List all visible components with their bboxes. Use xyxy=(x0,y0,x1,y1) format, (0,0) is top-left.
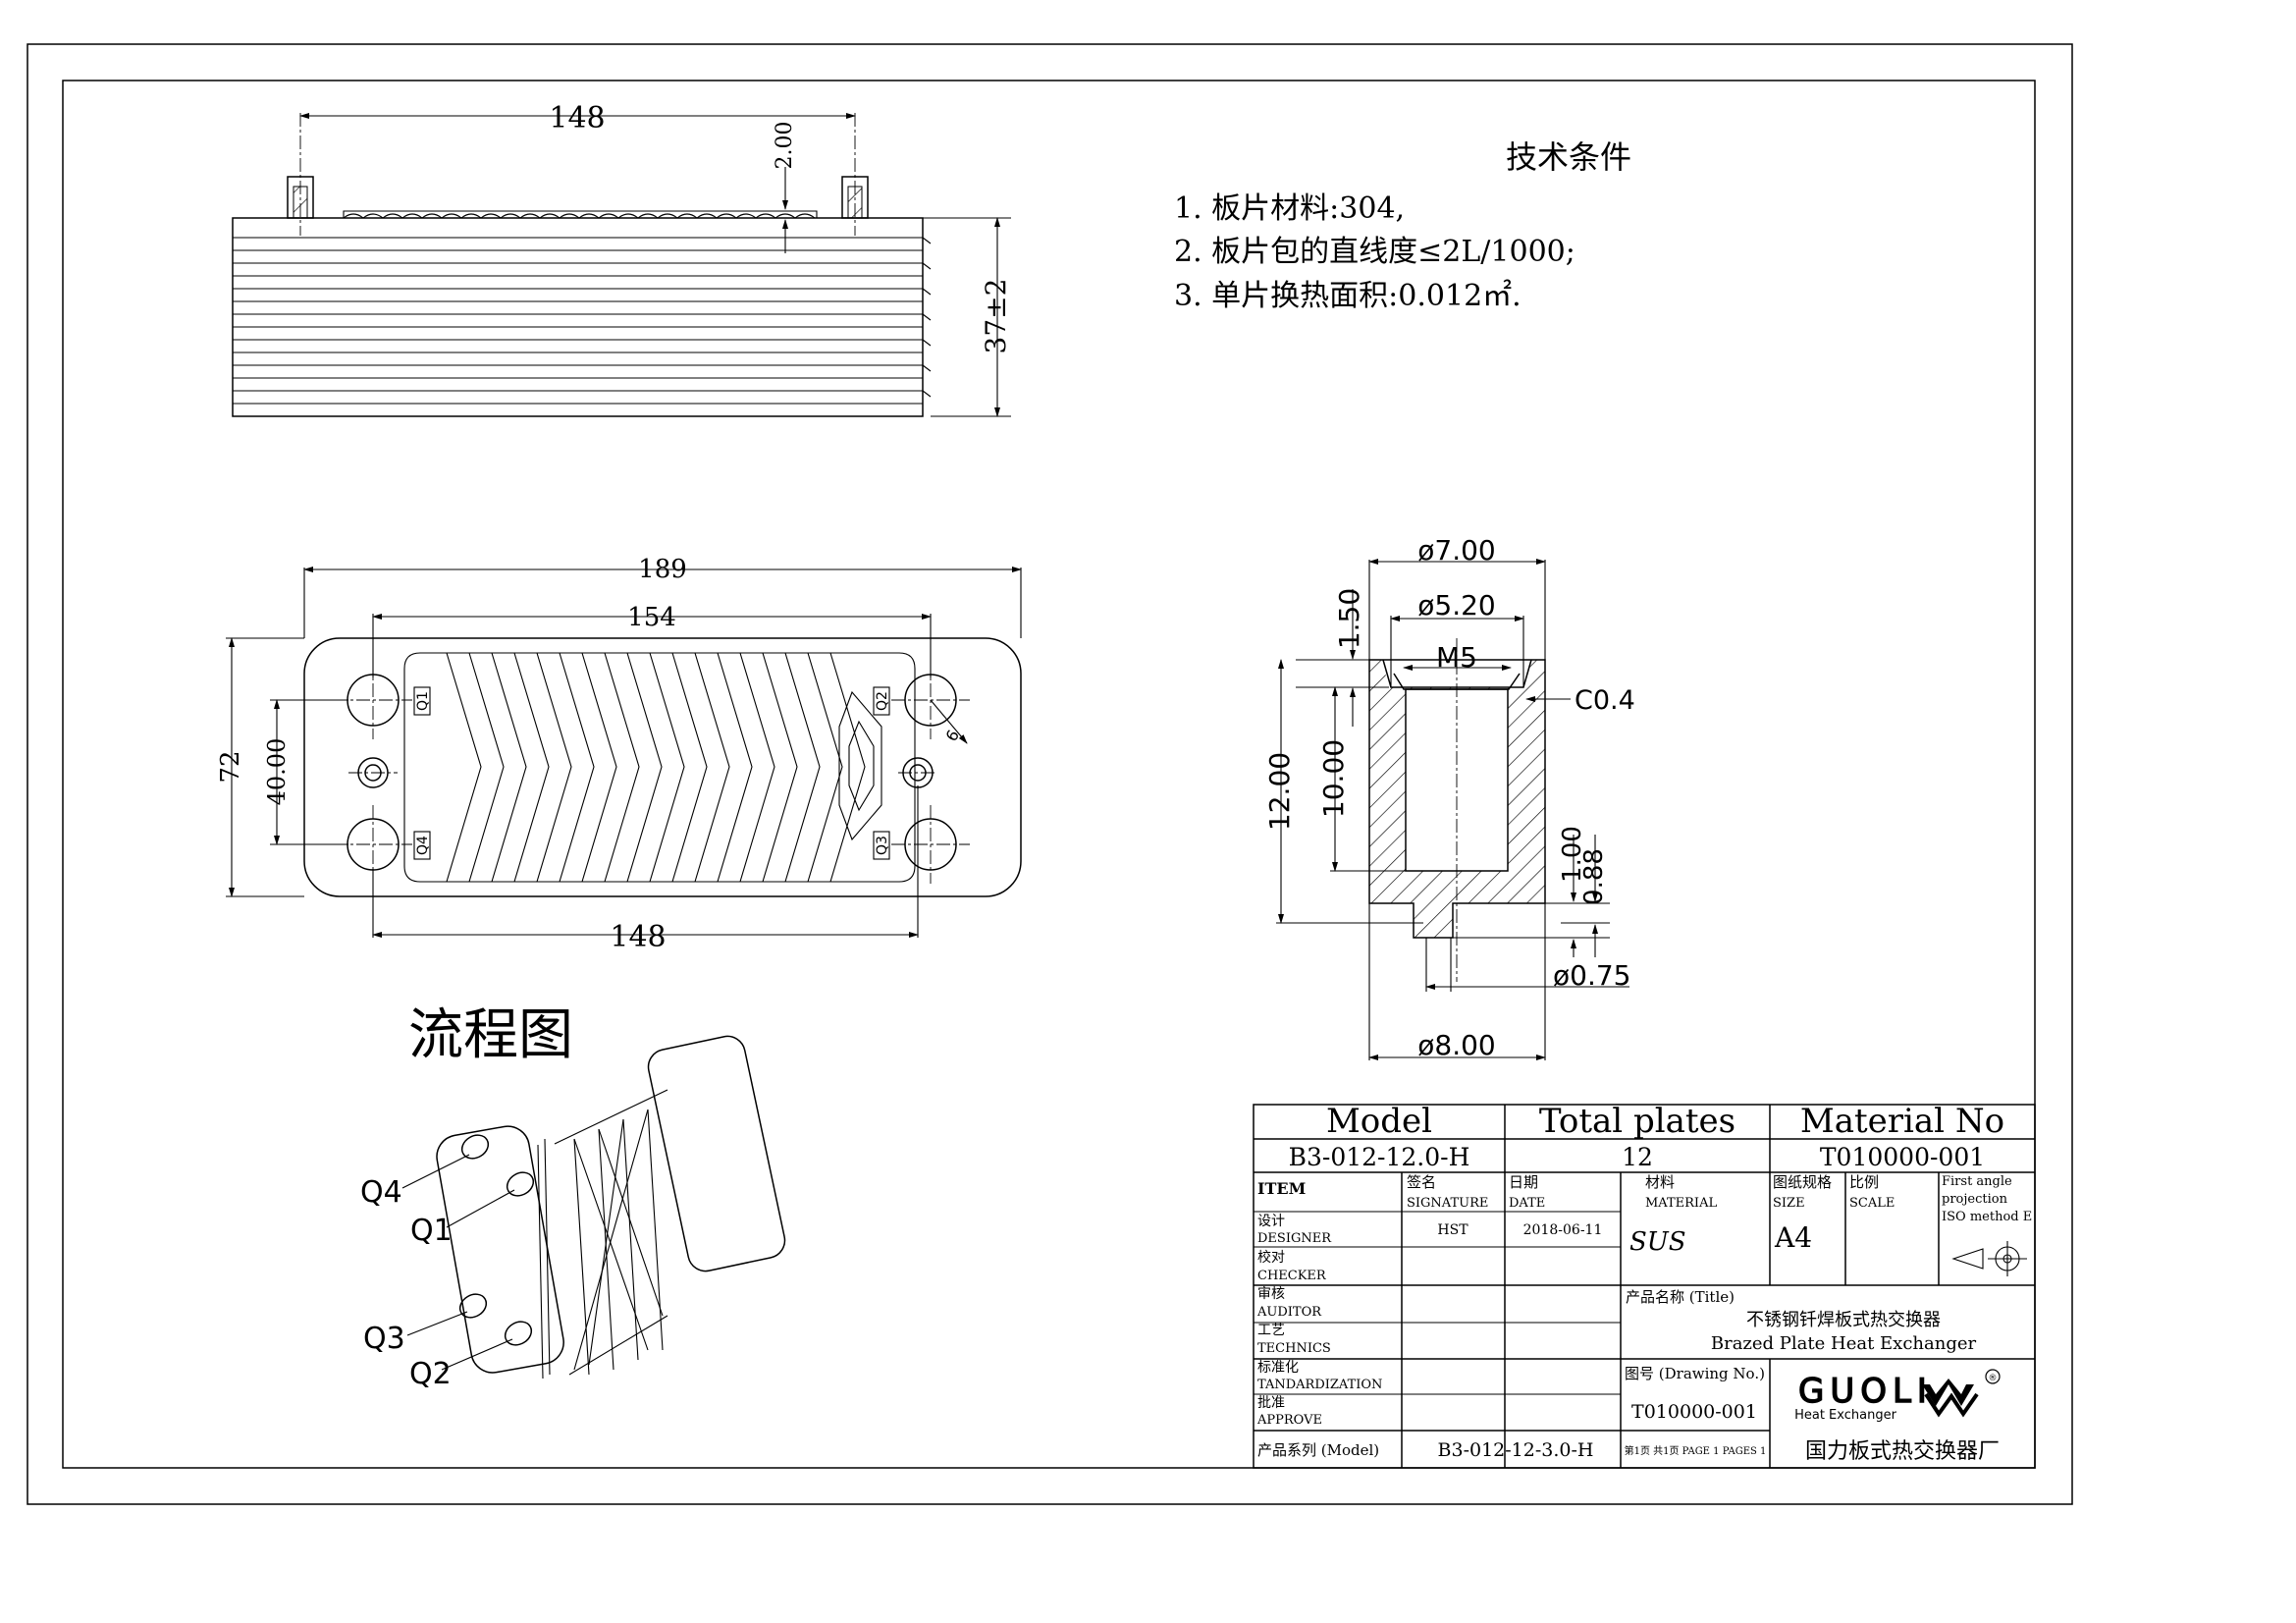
tb-scale-cn: 比例 xyxy=(1849,1173,1879,1191)
dim-stud-d2: ø5.20 xyxy=(1417,589,1495,622)
tb-total-value: 12 xyxy=(1622,1143,1653,1171)
tb-size-value: A4 xyxy=(1774,1221,1812,1254)
tb-sig-en: SIGNATURE xyxy=(1407,1196,1488,1211)
dim-stud-thread: M5 xyxy=(1436,641,1477,674)
tech-item-3: 3. 单片换热面积:0.012㎡. xyxy=(1174,279,1522,313)
tb-projection-3: ISO method E xyxy=(1942,1210,2032,1224)
port-label-q1-front: Q1 xyxy=(415,691,431,711)
tb-mat-cn: 材料 xyxy=(1645,1173,1675,1191)
tb-designer-sig: HST xyxy=(1437,1222,1468,1238)
dim-stud-h1: 12.00 xyxy=(1263,752,1296,831)
dim-front-overall: 189 xyxy=(638,555,687,584)
port-label-q4-flow: Q4 xyxy=(360,1175,402,1210)
tb-header-model: Model xyxy=(1326,1102,1432,1141)
dim-front-radius: 6 xyxy=(941,727,963,744)
port-label-q2-front: Q2 xyxy=(875,691,890,711)
logo-subtext: Heat Exchanger xyxy=(1794,1408,1896,1423)
tb-product-cn: 不锈钢钎焊板式热交换器 xyxy=(1746,1310,1941,1330)
tb-projection-2: projection xyxy=(1942,1192,2008,1207)
outer-border xyxy=(27,43,2073,1505)
tb-auditor-en: AUDITOR xyxy=(1256,1305,1322,1320)
tb-header-total: Total plates xyxy=(1539,1102,1735,1141)
port-label-q3-flow: Q3 xyxy=(363,1322,405,1356)
tb-size-en: SIZE xyxy=(1773,1196,1805,1211)
dim-side-length: 148 xyxy=(549,101,605,135)
tb-header-material-no: Material No xyxy=(1800,1102,2004,1141)
port-label-q1-flow: Q1 xyxy=(410,1214,453,1248)
company-logo: GUOLI Heat Exchanger ® xyxy=(1794,1369,2001,1423)
tb-auditor-cn: 审核 xyxy=(1257,1286,1285,1302)
tb-designer-en: DESIGNER xyxy=(1257,1231,1332,1246)
tb-size-cn: 图纸规格 xyxy=(1773,1173,1832,1191)
tech-item-2: 2. 板片包的直线度≤2L/1000; xyxy=(1174,235,1575,269)
title-block xyxy=(1253,1104,2036,1469)
inner-border xyxy=(62,80,2036,1469)
dim-front-port-span: 154 xyxy=(627,603,676,632)
tb-checker-en: CHECKER xyxy=(1257,1269,1327,1283)
tb-page-info: 第1页 共1页 PAGE 1 PAGES 1 xyxy=(1625,1444,1767,1457)
side-view xyxy=(232,113,1011,417)
tb-date-en: DATE xyxy=(1509,1196,1545,1211)
dim-stud-d3: ø0.75 xyxy=(1553,959,1630,992)
tb-series-value: B3-012-12-3.0-H xyxy=(1438,1439,1594,1461)
flow-diagram xyxy=(401,1035,786,1380)
tb-designer-cn: 设计 xyxy=(1257,1214,1285,1229)
tb-mat-en: MATERIAL xyxy=(1645,1196,1717,1211)
dim-stud-d4: ø8.00 xyxy=(1417,1029,1495,1061)
tb-approve-en: APPROVE xyxy=(1256,1413,1322,1428)
dim-side-gap: 2.00 xyxy=(773,122,797,170)
tb-product-en: Brazed Plate Heat Exchanger xyxy=(1711,1333,1977,1354)
logo-text: GUOLI xyxy=(1798,1372,1933,1411)
dim-front-height: 72 xyxy=(216,750,245,783)
tb-projection-1: First angle xyxy=(1942,1174,2012,1189)
tb-company: 国力板式热交换器厂 xyxy=(1805,1439,2000,1464)
dim-stud-top: 1.50 xyxy=(1333,588,1365,649)
port-label-q4-front: Q4 xyxy=(415,836,431,855)
stud-detail-view xyxy=(1276,559,1629,1060)
tb-date-cn: 日期 xyxy=(1509,1173,1538,1191)
tb-model-value: B3-012-12.0-H xyxy=(1289,1143,1470,1171)
tb-material-value: SUS xyxy=(1629,1227,1686,1257)
tb-sig-cn: 签名 xyxy=(1407,1173,1436,1191)
tech-item-1: 1. 板片材料:304, xyxy=(1174,191,1405,226)
dim-stud-b2: 0.88 xyxy=(1579,848,1609,905)
tb-std-cn: 标准化 xyxy=(1257,1360,1299,1376)
svg-text:®: ® xyxy=(1989,1374,1998,1383)
tb-drawing-label: 图号 (Drawing No.) xyxy=(1625,1365,1765,1382)
tb-technics-en: TECHNICS xyxy=(1257,1341,1331,1356)
dim-front-bottom: 148 xyxy=(610,920,666,954)
flow-title: 流程图 xyxy=(408,1003,573,1067)
dim-front-port-vspacing: 40.00 xyxy=(263,738,291,806)
front-view xyxy=(226,567,1022,938)
tech-title: 技术条件 xyxy=(1506,138,1631,176)
tb-checker-cn: 校对 xyxy=(1257,1249,1285,1266)
port-label-q2-flow: Q2 xyxy=(409,1357,452,1391)
tb-product-label: 产品名称 (Title) xyxy=(1626,1288,1735,1306)
tb-approve-cn: 批准 xyxy=(1257,1395,1285,1411)
dim-side-height: 37±2 xyxy=(980,279,1012,354)
port-label-q3-front: Q3 xyxy=(875,836,890,855)
dim-stud-chamfer: C0.4 xyxy=(1575,685,1635,716)
tb-drawing-no: T010000-001 xyxy=(1631,1401,1757,1423)
tb-std-en: TANDARDIZATION xyxy=(1257,1378,1382,1392)
tb-material-no-value: T010000-001 xyxy=(1820,1143,1985,1171)
dim-stud-b1: 1.00 xyxy=(1558,826,1587,883)
dim-stud-h2: 10.00 xyxy=(1317,739,1350,818)
tb-scale-en: SCALE xyxy=(1849,1196,1895,1211)
tb-designer-date: 2018-06-11 xyxy=(1523,1222,1603,1238)
tb-item: ITEM xyxy=(1257,1179,1306,1198)
dim-stud-d1: ø7.00 xyxy=(1417,534,1495,567)
tb-series-label: 产品系列 (Model) xyxy=(1257,1441,1379,1459)
tb-technics-cn: 工艺 xyxy=(1257,1323,1285,1338)
